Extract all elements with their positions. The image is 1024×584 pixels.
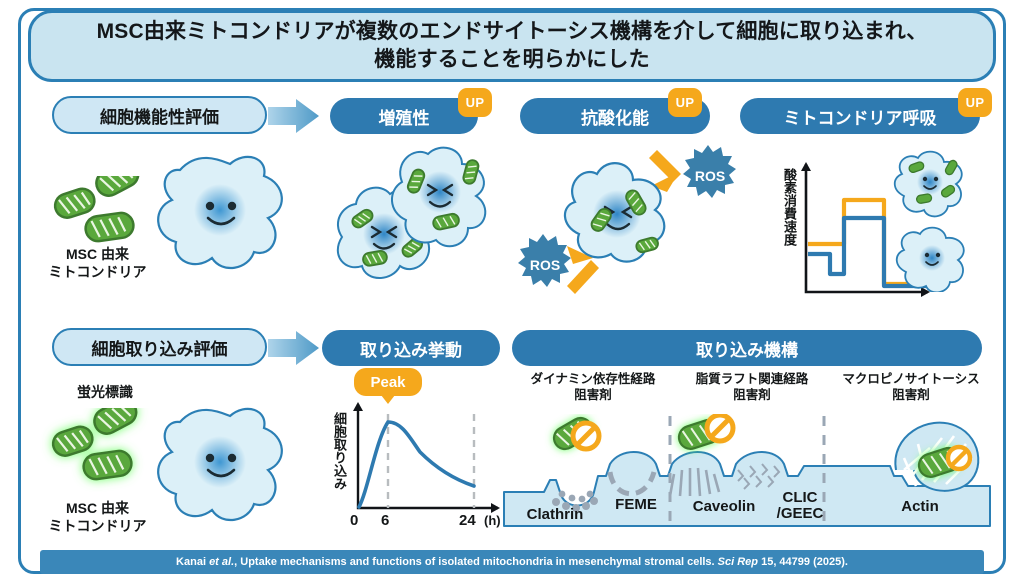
uptake-chart-ylabel: 細胞取り込み: [332, 412, 347, 490]
up-badge-antioxidant-text: UP: [675, 95, 695, 110]
peak-badge: Peak: [354, 368, 422, 396]
uptake-xtick-24: 24: [459, 512, 476, 529]
citation-footer: Kanai et al., Uptake mechanisms and func…: [40, 550, 984, 574]
source-label-1-line2: ミトコンドリア: [48, 263, 147, 280]
section-label-function-text: 細胞機能性評価: [100, 107, 219, 127]
uptake-chart: [353, 402, 500, 513]
up-badge-proliferation-text: UP: [465, 95, 485, 110]
feme-coat-icon: [607, 471, 657, 497]
respiration-cell-with-mitochondria: [893, 150, 963, 218]
svg-text:ROS: ROS: [695, 168, 725, 184]
respiration-cell-control: [895, 226, 965, 292]
peak-badge-tail: [381, 395, 395, 404]
respiration-chart-ylabel: 酸素消費速度: [782, 168, 797, 246]
panel-header-respiration-text: ミトコンドリア呼吸: [783, 108, 937, 128]
recipient-cell-1: [157, 155, 283, 270]
membrane-label-feme: FEME: [615, 496, 657, 513]
mitochondria-cluster-1: [53, 176, 140, 243]
membrane-illustration: [503, 414, 991, 527]
recipient-cell-2: [157, 407, 283, 522]
up-badge-respiration: UP: [958, 88, 992, 117]
panel-header-uptake-mechanism-text: 取り込み機構: [696, 340, 798, 360]
prohibition-icon-3: [945, 444, 973, 472]
membrane-label-caveolin: Caveolin: [692, 498, 756, 515]
clic-geec-coat-icon: [737, 463, 781, 490]
panel-header-uptake-kinetics-text: 取り込み挙動: [360, 340, 462, 360]
ros-badge-lower: ROS: [518, 234, 571, 287]
uptake-xtick-0: 0: [350, 512, 359, 529]
source-label-2-line2: ミトコンドリア: [48, 517, 147, 534]
panel-header-proliferation-text: 増殖性: [378, 108, 430, 128]
source-label-1: MSC 由来 ミトコンドリア: [30, 246, 165, 281]
up-badge-proliferation: UP: [458, 88, 492, 117]
title-line-1: MSC由来ミトコンドリアが複数のエンドサイトーシス機構を介して細胞に取り込まれ、: [96, 19, 928, 43]
title-banner: MSC由来ミトコンドリアが複数のエンドサイトーシス機構を介して細胞に取り込まれ、…: [28, 10, 996, 82]
panel-header-uptake-mechanism: 取り込み機構: [512, 330, 982, 366]
membrane-label-clic-geec: CLIC /GEEC: [776, 489, 824, 523]
mechanism-title-lipid-raft: 脂質ラフト関連経路 阻害剤: [695, 372, 809, 402]
panel-header-respiration: ミトコンドリア呼吸: [740, 98, 980, 134]
source-label-1-line1: MSC 由来: [66, 246, 129, 262]
up-badge-respiration-text: UP: [965, 95, 985, 110]
svg-text:ROS: ROS: [530, 257, 560, 273]
mechanism-title-dynamin: ダイナミン依存性経路 阻害剤: [530, 372, 656, 402]
arrow-right-icon-1: [268, 99, 319, 133]
uptake-xunit: (h): [484, 513, 501, 528]
peak-badge-text: Peak: [370, 373, 406, 391]
ros-arrow-lower: [567, 246, 599, 294]
title-line-2: 機能することを明らかにした: [374, 48, 650, 71]
ros-arrow-upper: [649, 150, 681, 192]
section-label-uptake-text: 細胞取り込み評価: [91, 339, 228, 359]
mechanism-title-macropinocytosis: マクロピノサイトーシス 阻害剤: [842, 372, 980, 402]
membrane-label-actin: Actin: [901, 498, 939, 515]
clathrin-coat-icon: [552, 490, 598, 512]
respiration-chart: [801, 162, 930, 297]
arrow-right-icon-2: [268, 331, 319, 365]
prohibition-icon-1: [570, 420, 602, 452]
mitochondria-cluster-fluorescent: [51, 408, 138, 481]
prohibition-icon-2: [704, 414, 736, 444]
panel-header-uptake-kinetics: 取り込み挙動: [322, 330, 500, 366]
proliferating-cells-illustration: [336, 146, 487, 279]
section-label-uptake: 細胞取り込み評価: [52, 328, 267, 366]
panel-header-proliferation: 増殖性: [330, 98, 478, 134]
citation-journal: Sci Rep: [717, 556, 759, 568]
membrane-label-clathrin: Clathrin: [526, 506, 584, 523]
fluorescent-label: 蛍光標識: [77, 384, 133, 400]
source-label-2-line1: MSC 由来: [66, 500, 129, 516]
uptake-xtick-6: 6: [381, 512, 390, 529]
ros-reduction-illustration: ROS ROS: [518, 145, 736, 294]
up-badge-antioxidant: UP: [668, 88, 702, 117]
section-label-function: 細胞機能性評価: [52, 96, 267, 134]
panel-header-antioxidant-text: 抗酸化能: [581, 108, 649, 128]
ros-badge-upper: ROS: [683, 145, 736, 198]
citation-text: Kanai et al., Uptake mechanisms and func…: [176, 556, 848, 568]
citation-etal: et al.: [209, 556, 235, 568]
source-label-2: MSC 由来 ミトコンドリア: [30, 500, 165, 535]
